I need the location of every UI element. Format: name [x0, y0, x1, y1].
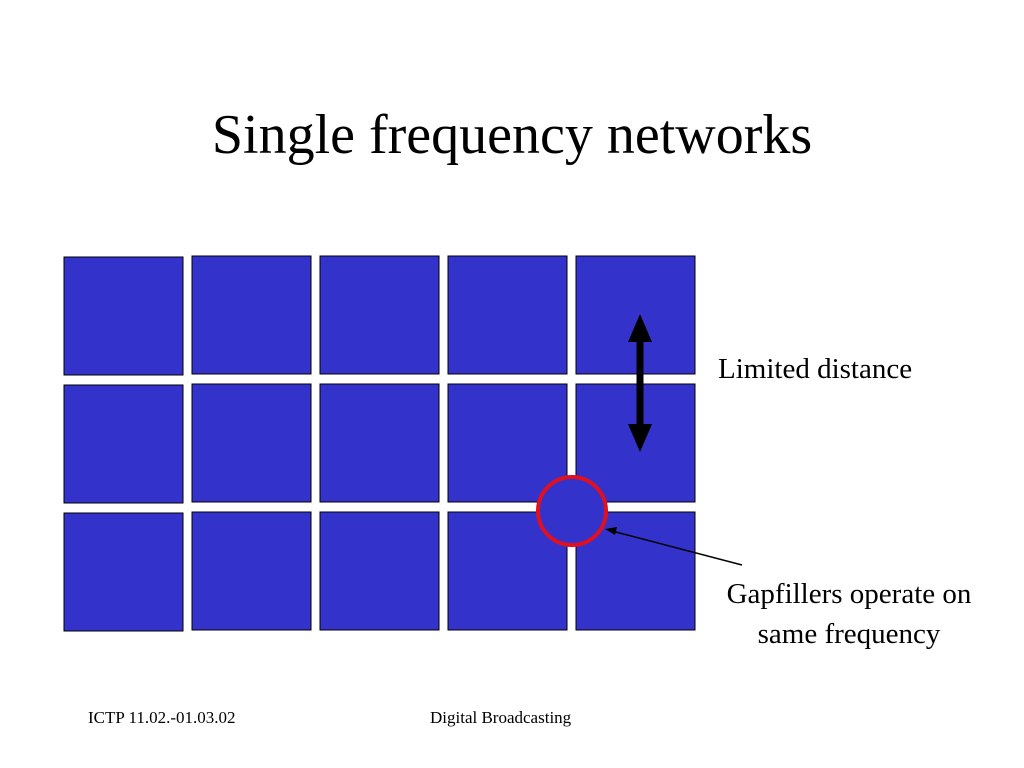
- coverage-cell: [319, 511, 440, 631]
- coverage-cell: [191, 255, 312, 375]
- limited-distance-arrow-head-down: [628, 424, 652, 452]
- footer-date: ICTP 11.02.-01.03.02: [88, 708, 236, 727]
- coverage-cell: [63, 512, 184, 632]
- coverage-cell: [191, 511, 312, 631]
- limited-distance-arrow-head-up: [628, 314, 652, 342]
- gapfillers-label-line-2: same frequency: [757, 618, 941, 650]
- coverage-cell: [575, 383, 696, 503]
- coverage-cell-grid: [63, 255, 696, 632]
- limited-distance-label: Limited distance: [718, 353, 913, 385]
- gapfillers-label-line-1: Gapfillers operate on: [726, 578, 972, 610]
- coverage-cell: [319, 383, 440, 503]
- footer-course: Digital Broadcasting: [430, 708, 572, 727]
- coverage-cell: [191, 383, 312, 503]
- gapfiller-circle: [536, 475, 608, 547]
- gapfiller-pointer-head: [605, 527, 617, 535]
- limited-distance-arrow: [628, 314, 652, 452]
- gapfiller-pointer-line: [611, 530, 743, 566]
- coverage-cell: [447, 383, 568, 503]
- slide-title: Single frequency networks: [211, 104, 813, 166]
- gapfillers-label: Gapfillers operate on same frequency: [694, 574, 1004, 654]
- coverage-cell: [319, 255, 440, 375]
- coverage-cell: [63, 256, 184, 376]
- gapfiller-circle-ring: [536, 475, 608, 547]
- coverage-cell: [575, 255, 696, 375]
- coverage-cell: [447, 255, 568, 375]
- coverage-cell: [63, 384, 184, 504]
- gapfiller-pointer: [605, 527, 743, 566]
